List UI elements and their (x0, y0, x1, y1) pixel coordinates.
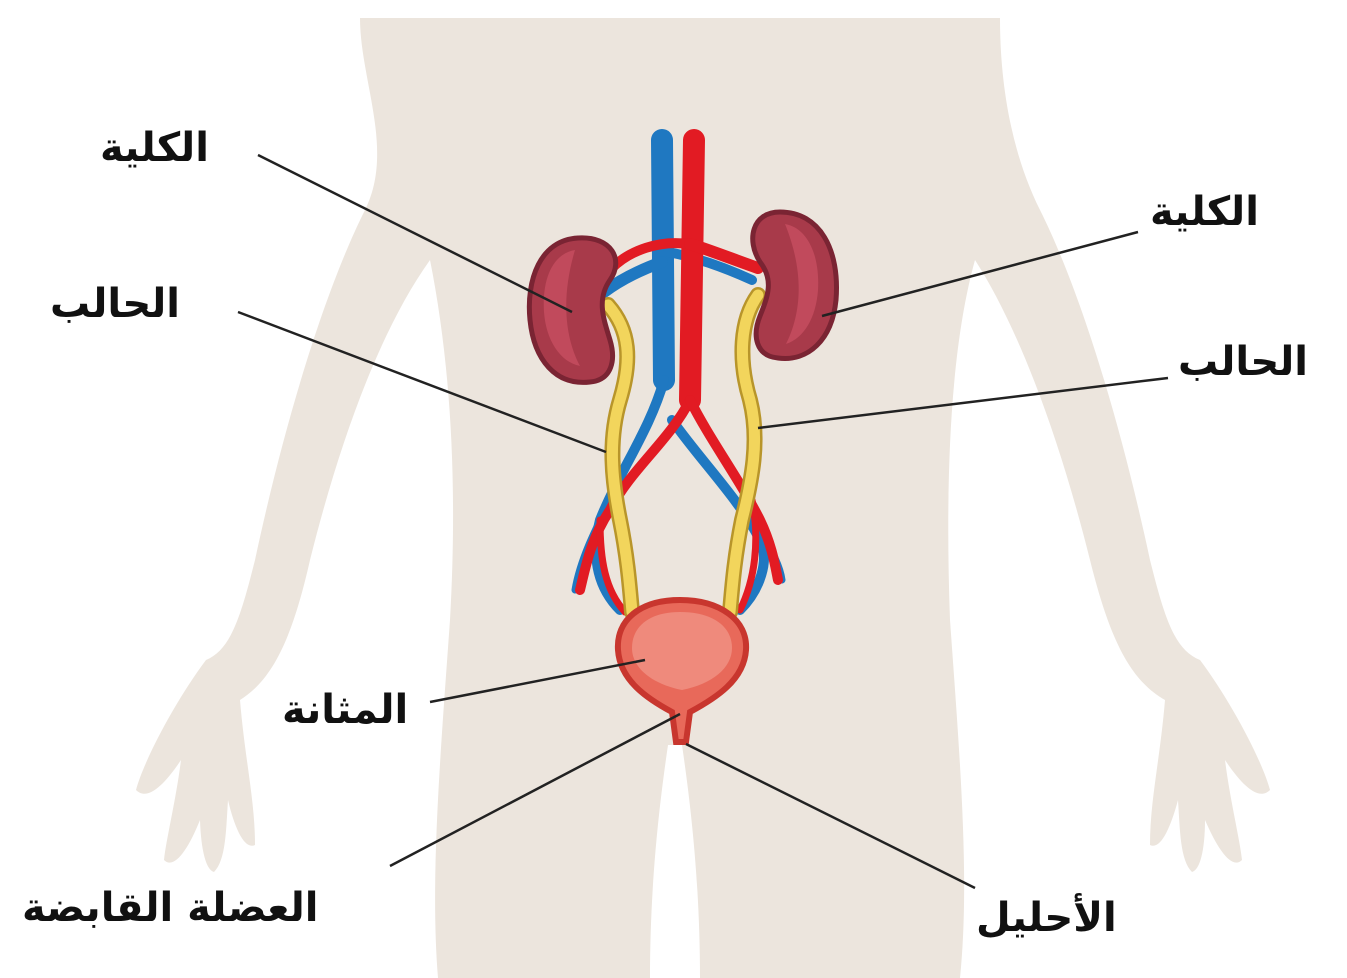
kidney-left (529, 238, 615, 383)
label-ureter-left: الحالب (50, 284, 180, 324)
label-kidney-right: الكلية (1150, 192, 1259, 232)
label-sphincter: العضلة القابضة (22, 888, 318, 928)
label-ureter-right: الحالب (1178, 342, 1308, 382)
label-bladder: المثانة (282, 690, 408, 730)
aorta (690, 140, 694, 400)
label-urethra: الأحليل (976, 898, 1117, 938)
label-kidney-left: الكلية (100, 128, 209, 168)
